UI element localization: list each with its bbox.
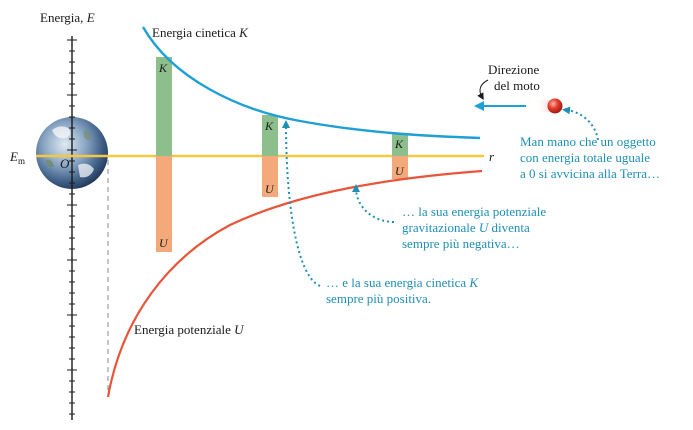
direction-label-line1: Direzione bbox=[488, 62, 539, 77]
direction-arrowhead bbox=[474, 101, 484, 111]
potential-bar-2 bbox=[262, 156, 278, 197]
kinetic-bar-1 bbox=[156, 57, 172, 156]
bar-2-k-label: K bbox=[264, 119, 274, 133]
kinetic-bar-2 bbox=[262, 115, 278, 156]
note-potential-line1: … la sua energia potenziale bbox=[402, 204, 546, 219]
potential-curve-label: Energia potenziale U bbox=[134, 322, 245, 337]
bar-3-k-label: K bbox=[394, 137, 404, 151]
direction-pointer bbox=[477, 79, 489, 101]
energy-bars bbox=[156, 57, 408, 252]
kinetic-bar-3 bbox=[392, 133, 408, 156]
potential-bar-3 bbox=[392, 156, 408, 179]
note-object-line3: a 0 si avvicina alla Terra… bbox=[520, 166, 660, 181]
note-potential-line3: sempre più negativa… bbox=[402, 236, 520, 251]
note-potential-line2: gravitazionale U diventa bbox=[402, 220, 530, 235]
moving-object bbox=[536, 98, 563, 114]
object-ball bbox=[547, 98, 563, 114]
potential-dotted-arrow bbox=[352, 184, 395, 223]
potential-energy-curve bbox=[106, 169, 483, 398]
bar-1-k-label: K bbox=[158, 61, 168, 75]
kinetic-curve-label: Energia cinetica K bbox=[152, 25, 249, 40]
bar-1-u-label: U bbox=[159, 236, 169, 250]
note-kinetic-line2: sempre più positiva. bbox=[326, 291, 431, 306]
bar-3-u-label: U bbox=[395, 164, 405, 178]
bar-2-u-label: U bbox=[265, 182, 275, 196]
potential-bar-1 bbox=[156, 156, 172, 252]
origin-label: O bbox=[60, 156, 70, 171]
note-kinetic-line1: … e la sua energia cinetica K bbox=[326, 275, 479, 290]
direction-label-line2: del moto bbox=[494, 78, 540, 93]
axis-ticks bbox=[67, 39, 77, 415]
em-label: Em bbox=[9, 149, 25, 166]
note-object-line2: con energia totale uguale bbox=[520, 150, 650, 165]
energy-axis-label: Energia, E bbox=[40, 10, 95, 25]
r-axis-label: r bbox=[489, 149, 495, 164]
note-object-line1: Man mano che un oggetto bbox=[520, 134, 656, 149]
kinetic-energy-curve bbox=[141, 26, 481, 140]
kinetic-dotted-arrow bbox=[282, 120, 321, 287]
